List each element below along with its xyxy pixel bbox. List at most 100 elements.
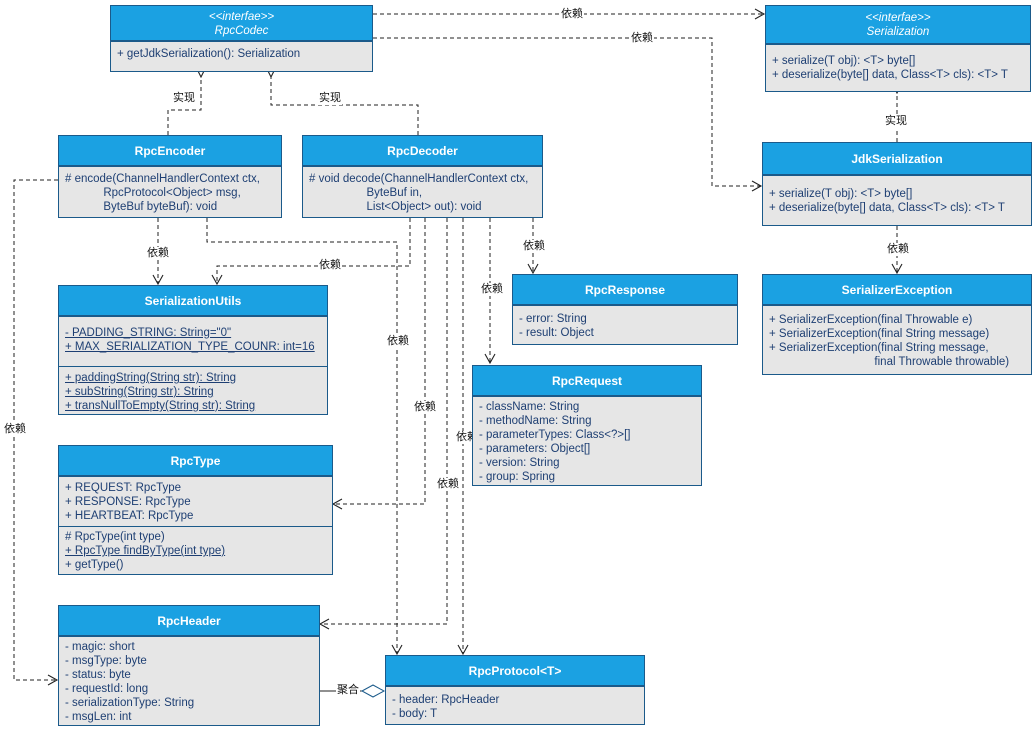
label-codec-jdk: 依赖 [630, 32, 654, 45]
field: - header: RpcHeader [392, 694, 500, 706]
field: - requestId: long [65, 683, 149, 695]
field: + REQUEST: RpcType [65, 482, 181, 494]
class-rpcresponse[interactable]: RpcResponse - error: String - result: Ob… [512, 274, 738, 345]
fields-compartment: + REQUEST: RpcType + RESPONSE: RpcType +… [59, 476, 332, 526]
label-encoder-implements: 实现 [172, 92, 196, 105]
class-serialization[interactable]: <<interfae>> Serialization + serialize(T… [765, 5, 1031, 92]
method: RpcProtocol<Object> msg, [65, 187, 241, 199]
field: - result: Object [519, 327, 594, 339]
class-name: RpcCodec [214, 25, 269, 37]
fields-compartment: - error: String - result: Object [513, 305, 737, 343]
field: - PADDING_STRING: String="0" [65, 327, 232, 339]
field: - msgLen: int [65, 711, 132, 723]
method: + transNullToEmpty(String str): String [65, 400, 256, 412]
method: # void decode(ChannelHandlerContext ctx, [309, 173, 529, 185]
class-rpcprotocol[interactable]: RpcProtocol<T> - header: RpcHeader - bod… [385, 655, 645, 725]
fields-compartment: - PADDING_STRING: String="0" + MAX_SERIA… [59, 316, 327, 366]
class-name: RpcDecoder [387, 143, 458, 158]
label-decoder-response: 依赖 [522, 240, 546, 253]
label-decoder-utils: 依赖 [318, 259, 342, 272]
label-encoder-utils: 依赖 [146, 247, 170, 260]
methods-compartment: + SerializerException(final Throwable e)… [763, 305, 1031, 372]
method: + subString(String str): String [65, 386, 214, 398]
field: - status: byte [65, 669, 131, 681]
field: - msgType: byte [65, 655, 147, 667]
class-name: SerializationUtils [144, 293, 242, 308]
edge-encoder-protocol [206, 218, 403, 656]
field: - parameters: Object[] [479, 443, 591, 455]
method: + getType() [65, 559, 124, 571]
edge-codec-jdkserialization [373, 37, 763, 192]
label-jdk-exception: 依赖 [886, 243, 910, 256]
fields-compartment: - className: String - methodName: String… [473, 396, 701, 487]
edge-decoder-type [331, 218, 426, 510]
method: List<Object> out): void [309, 201, 482, 213]
methods-compartment: # encode(ChannelHandlerContext ctx, RpcP… [59, 166, 281, 217]
field: + HEARTBEAT: RpcType [65, 510, 194, 522]
field: - parameterTypes: Class<?>[] [479, 429, 631, 441]
methods-compartment: + paddingString(String str): String + su… [59, 366, 327, 416]
label-aggregation: 聚合 [336, 684, 360, 697]
class-name: RpcEncoder [134, 143, 206, 158]
methods-compartment: # RpcType(int type) + RpcType findByType… [59, 526, 332, 575]
field: - serializationType: String [65, 697, 195, 709]
method: + serialize(T obj): <T> byte[] [769, 188, 913, 200]
class-serializerexception[interactable]: SerializerException + SerializerExceptio… [762, 274, 1032, 375]
field: - body: T [392, 708, 438, 720]
class-rpcdecoder[interactable]: RpcDecoder # void decode(ChannelHandlerC… [302, 135, 543, 218]
fields-compartment: - header: RpcHeader - body: T [386, 686, 644, 724]
label-decoder-implements: 实现 [318, 92, 342, 105]
class-name: RpcResponse [584, 282, 666, 297]
field: - magic: short [65, 641, 135, 653]
label-codec-serialization: 依赖 [560, 8, 584, 21]
label-encoder-protocol: 依赖 [386, 335, 410, 348]
field: - className: String [479, 401, 580, 413]
method: + SerializerException(final Throwable e) [769, 314, 973, 326]
field: - group: Spring [479, 471, 556, 483]
fields-compartment: - magic: short - msgType: byte - status:… [59, 636, 319, 727]
class-rpcencoder[interactable]: RpcEncoder # encode(ChannelHandlerContex… [58, 135, 282, 218]
method: + SerializerException(final String messa… [769, 342, 989, 354]
method: + serialize(T obj): <T> byte[] [772, 55, 916, 67]
method: + deserialize(byte[] data, Class<T> cls)… [769, 202, 1005, 214]
class-name: JdkSerialization [851, 151, 943, 166]
stereotype-label: <<interfae>> [865, 12, 931, 24]
class-name: RpcProtocol<T> [468, 663, 562, 678]
class-rpcheader[interactable]: RpcHeader - magic: short - msgType: byte… [58, 605, 320, 726]
class-name: SerializerException [841, 282, 953, 297]
methods-compartment: + getJdkSerialization(): Serialization [111, 41, 372, 64]
edge-decoder-utils [211, 218, 411, 286]
label-decoder-type: 依赖 [413, 401, 437, 414]
stereotype-label: <<interfae>> [208, 11, 275, 23]
method: final Throwable throwable) [769, 356, 1010, 368]
methods-compartment: + serialize(T obj): <T> byte[] + deseria… [766, 44, 1030, 85]
method: ByteBuf in, [309, 187, 423, 199]
class-rpctype[interactable]: RpcType + REQUEST: RpcType + RESPONSE: R… [58, 445, 333, 575]
field: + MAX_SERIALIZATION_TYPE_COUNR: int=16 [65, 341, 315, 353]
method: # RpcType(int type) [65, 531, 165, 543]
field: - version: String [479, 457, 560, 469]
label-encoder-header: 依赖 [3, 423, 27, 436]
edge-decoder-implements [271, 77, 419, 135]
label-decoder-header: 依赖 [436, 478, 460, 491]
aggregation-diamond [360, 684, 386, 698]
field: + RESPONSE: RpcType [65, 496, 191, 508]
method: # encode(ChannelHandlerContext ctx, [65, 173, 260, 185]
class-name: RpcRequest [551, 373, 622, 388]
method: + SerializerException(final String messa… [769, 328, 990, 340]
method: + deserialize(byte[] data, Class<T> cls)… [772, 69, 1008, 81]
method: ByteBuf byteBuf): void [65, 201, 218, 213]
class-rpcrequest[interactable]: RpcRequest - className: String - methodN… [472, 365, 702, 486]
class-rpccodec[interactable]: <<interfae>> RpcCodec + getJdkSerializat… [110, 5, 373, 72]
class-serializationutils[interactable]: SerializationUtils - PADDING_STRING: Str… [58, 285, 328, 415]
label-jdk-implements: 实现 [884, 115, 908, 128]
method: + paddingString(String str): String [65, 372, 236, 384]
method: + getJdkSerialization(): Serialization [117, 48, 301, 60]
class-name: Serialization [866, 26, 930, 38]
label-decoder-request: 依赖 [480, 283, 504, 296]
class-jdkserialization[interactable]: JdkSerialization + serialize(T obj): <T>… [762, 142, 1032, 226]
class-name: RpcType [170, 453, 221, 468]
edge-decoder-header [318, 218, 448, 630]
field: - methodName: String [479, 415, 592, 427]
